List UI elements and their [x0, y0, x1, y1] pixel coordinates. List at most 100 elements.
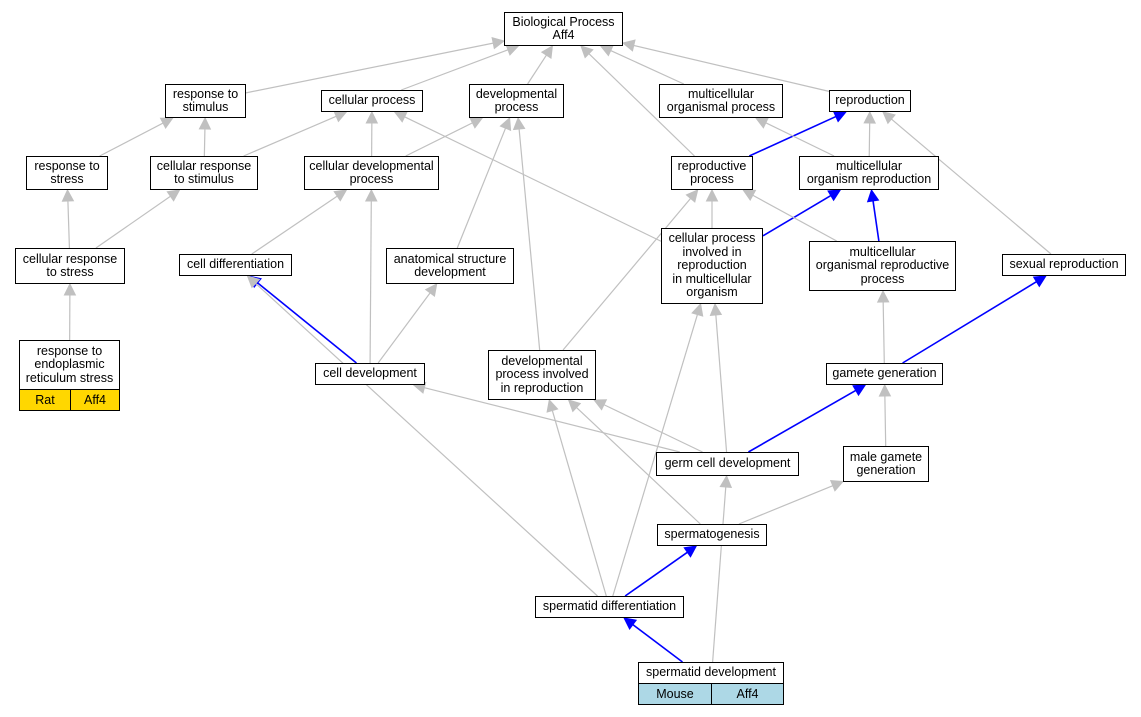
arrowhead-mor-to-rep: [863, 110, 877, 124]
arrowhead-rp-to-rep: [832, 111, 847, 123]
edge-cpirmo-to-cp: [404, 116, 662, 242]
arrowhead-morp-to-rp: [742, 189, 757, 202]
edge-mgg-to-gg: [884, 395, 887, 447]
arrowhead-crts-to-rts: [198, 116, 212, 130]
term-node-bp[interactable]: Biological Process Aff4: [504, 12, 623, 46]
edge-sdev-to-gcd: [712, 486, 727, 663]
term-node-cpirmo[interactable]: cellular process involved in reproductio…: [661, 228, 763, 304]
arrowhead-sdiff-to-cdiff: [246, 275, 261, 289]
edge-cdiff-to-cdp: [251, 195, 338, 255]
edge-gcd-to-dpir: [603, 404, 703, 453]
edge-gg-to-morp: [882, 301, 885, 364]
term-node-sdev[interactable]: spermatid development: [638, 662, 784, 684]
arrowhead-gg-to-morp: [876, 289, 890, 303]
edge-rts-to-bp: [245, 42, 494, 94]
edge-rp-to-bp: [588, 53, 695, 157]
term-node-rts[interactable]: response to stimulus: [165, 84, 246, 118]
arrowhead-cpirmo-to-cp: [393, 111, 408, 123]
arrowhead-sdiff-to-cpirmo: [691, 302, 704, 317]
term-node-sg[interactable]: spermatogenesis: [657, 524, 767, 546]
edge-sdiff-to-cpirmo: [612, 314, 698, 597]
term-node-cdp[interactable]: cellular developmental process: [304, 156, 439, 190]
arrowhead-rep-to-bp: [621, 39, 636, 52]
arrowhead-cp-to-bp: [505, 44, 520, 56]
edge-sdiff-to-sg: [624, 551, 688, 597]
term-node-rep[interactable]: reproduction: [829, 90, 911, 112]
arrowhead-sdev-to-sdiff: [623, 617, 638, 630]
edge-crstress-to-crts: [95, 195, 171, 249]
arrowhead-gcd-to-gg: [852, 384, 867, 397]
edge-cdev-to-cdiff: [257, 282, 357, 364]
edge-dp-to-bp: [527, 54, 547, 85]
edge-cdev-to-asd: [377, 292, 431, 364]
term-node-cdev[interactable]: cell development: [315, 363, 425, 385]
arrowhead-cdiff-to-cdp: [333, 189, 348, 202]
edge-gcd-to-cdev: [424, 387, 680, 453]
term-node-dpir[interactable]: developmental process involved in reprod…: [488, 350, 596, 400]
arrowhead-cdev-to-asd: [424, 283, 438, 297]
edge-sr-to-rep: [891, 118, 1052, 255]
arrowhead-asd-to-dp: [499, 116, 512, 132]
edge-sdiff-to-cdiff: [255, 282, 598, 597]
term-node-crts[interactable]: cellular response to stimulus: [150, 156, 258, 190]
arrowhead-cdp-to-dp: [469, 117, 484, 129]
arrowhead-sg-to-dpir: [567, 399, 582, 413]
arrowhead-cpirmo-to-rp: [705, 188, 719, 202]
edge-dpir-to-rp: [562, 198, 692, 351]
arrowhead-gg-to-sr: [1032, 275, 1047, 288]
edge-cpirmo-to-mor: [762, 194, 832, 237]
edge-sdiff-to-dpir: [551, 410, 607, 597]
term-node-morp[interactable]: multicellular organismal reproductive pr…: [809, 241, 956, 291]
arrowhead-rts-to-bp: [491, 37, 506, 50]
edge-rtstress-to-rts: [99, 122, 164, 157]
term-node-cdiff[interactable]: cell differentiation: [179, 254, 292, 276]
arrowhead-cdev-to-cdp: [364, 188, 378, 202]
term-node-rtstress[interactable]: response to stress: [26, 156, 108, 190]
gene-cell-aff4: Aff4: [70, 389, 120, 411]
arrowhead-dp-to-bp: [540, 45, 554, 60]
arrowhead-crstress-to-rtstress: [61, 188, 75, 202]
edge-sg-to-mgg: [738, 485, 834, 525]
term-node-rp[interactable]: reproductive process: [671, 156, 753, 190]
arrowhead-crts-to-cp: [333, 110, 348, 123]
term-node-mop[interactable]: multicellular organismal process: [659, 84, 783, 118]
edge-gg-to-sr: [902, 281, 1037, 364]
arrowhead-dpir-to-rp: [685, 189, 699, 203]
arrowhead-morp-to-mor: [866, 188, 880, 203]
edge-morp-to-rp: [752, 194, 837, 242]
term-node-crstress[interactable]: cellular response to stress: [15, 248, 125, 284]
arrowhead-cdp-to-cp: [365, 110, 379, 124]
arrowhead-sg-to-mgg: [829, 480, 845, 492]
gene-cell-aff4: Aff4: [711, 683, 784, 705]
term-node-mor[interactable]: multicellular organism reproduction: [799, 156, 939, 190]
edge-crstress-to-rtstress: [67, 200, 71, 249]
arrowhead-rp-to-bp: [580, 45, 594, 59]
arrowhead-sr-to-rep: [882, 111, 896, 125]
edge-crts-to-cp: [243, 115, 337, 157]
arrowhead-rters-to-crstress: [63, 282, 77, 296]
term-node-gcd[interactable]: germ cell development: [656, 452, 799, 476]
term-node-gg[interactable]: gamete generation: [826, 363, 943, 385]
edge-dpir-to-dp: [518, 128, 541, 351]
arrowhead-sdiff-to-dpir: [546, 398, 559, 413]
arrowhead-mgg-to-gg: [878, 383, 892, 397]
arrowhead-sdev-to-gcd: [719, 474, 733, 488]
term-node-sdiff[interactable]: spermatid differentiation: [535, 596, 684, 618]
edge-mor-to-mop: [765, 122, 835, 157]
term-node-asd[interactable]: anatomical structure development: [386, 248, 514, 284]
term-node-dp[interactable]: developmental process: [469, 84, 564, 118]
arrowhead-gcd-to-cpirmo: [709, 302, 723, 316]
term-node-rters[interactable]: response to endoplasmic reticulum stress: [19, 340, 120, 390]
edge-asd-to-dp: [456, 127, 507, 249]
edge-cp-to-bp: [401, 49, 509, 91]
arrowhead-cpirmo-to-mor: [827, 189, 842, 202]
edge-cdp-to-dp: [405, 122, 473, 157]
term-node-sr[interactable]: sexual reproduction: [1002, 254, 1126, 276]
edge-sg-to-dpir: [576, 407, 701, 525]
term-node-cp[interactable]: cellular process: [321, 90, 423, 112]
edge-mop-to-bp: [610, 50, 685, 85]
term-node-mgg[interactable]: male gamete generation: [843, 446, 929, 482]
arrowhead-dpir-to-dp: [512, 116, 526, 131]
edge-rep-to-bp: [633, 44, 830, 92]
